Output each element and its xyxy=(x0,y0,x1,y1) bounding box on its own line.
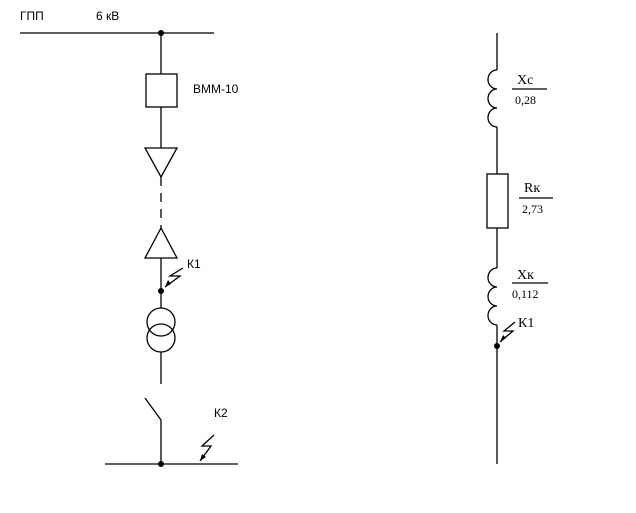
fault-k1-eq-label: К1 xyxy=(518,316,534,331)
breaker-label: ВММ-10 xyxy=(193,82,239,96)
cable-terminal-top xyxy=(143,147,179,179)
single-line-scheme: ГПП 6 кВ ВММ-10 К1 К2 xyxy=(20,9,239,467)
inductor-xc-icon xyxy=(487,69,498,128)
voltage-label: 6 кВ xyxy=(96,9,119,23)
transformer-winding-secondary xyxy=(146,323,176,353)
bottom-node-dot xyxy=(158,461,164,467)
rk-name: Rк xyxy=(524,181,540,196)
cable-terminal-bottom xyxy=(143,226,179,259)
switch-blade xyxy=(144,397,162,421)
fault-point-k1-dot xyxy=(494,343,500,349)
transformer-winding-primary xyxy=(146,307,176,337)
fault-arrow-k1-eq-head xyxy=(500,335,506,342)
fault-arrow-k1-eq-icon xyxy=(499,321,516,343)
fault-point-k1-dot xyxy=(158,288,164,294)
rk-value: 2,73 xyxy=(522,202,543,216)
equivalent-circuit: Xc 0,28 Rк 2,73 Xк 0,112 К1 xyxy=(486,33,553,464)
inductor-xk-icon xyxy=(487,267,498,326)
xk-name: Xк xyxy=(517,268,534,283)
breaker-box xyxy=(145,73,178,108)
xc-name: Xc xyxy=(517,73,533,88)
fault-k2-label: К2 xyxy=(214,406,228,420)
fault-arrow-k1-head xyxy=(165,280,171,287)
fault-arrow-k1-icon xyxy=(164,267,184,288)
fault-k1-label: К1 xyxy=(187,257,201,271)
fault-arrow-k2-head xyxy=(200,454,206,461)
resistor-rk xyxy=(486,173,509,229)
xc-value: 0,28 xyxy=(515,93,536,107)
xk-value: 0,112 xyxy=(512,287,539,301)
bus-label: ГПП xyxy=(20,9,44,23)
fault-arrow-k2-icon xyxy=(199,434,215,462)
